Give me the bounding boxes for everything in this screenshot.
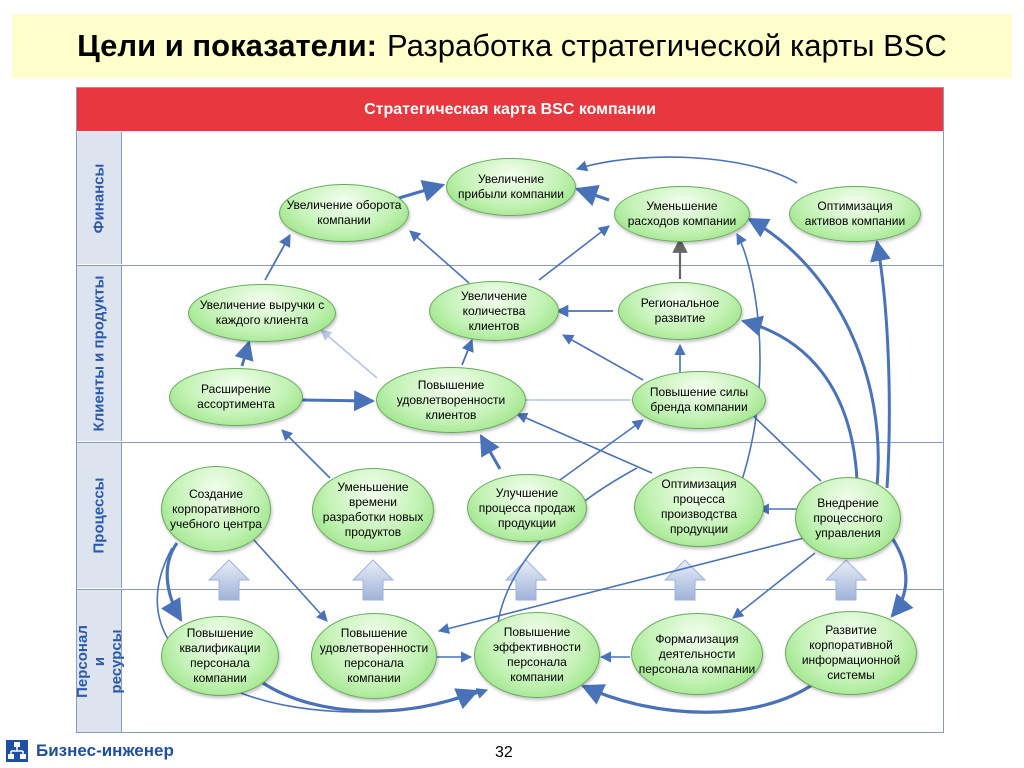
node-regional: Региональное развитие [618,282,742,340]
node-profit: Увеличение прибыли компании [446,158,576,216]
node-dev-time: Уменьшение времени разработки новых прод… [312,468,434,552]
arrow [747,217,880,487]
arrow [161,542,183,622]
arrow [870,239,891,489]
brand-name: Бизнес-инженер [36,741,174,760]
node-costs: Уменьшение расходов компании [614,186,750,242]
arrow [552,419,644,486]
arrow [515,412,653,474]
connector-layer [156,156,914,714]
slide-title-bold: Цели и показатели: [77,28,377,63]
strategy-map: Стратегическая карта BSC компании Финанс… [74,87,944,733]
arrow [437,535,813,634]
node-sales-process: Улучшение процесса продаж продукции [467,474,587,542]
node-assets: Оптимизация активов компании [789,186,921,242]
node-qualification: Повышение квалификации персонала компани… [161,616,279,696]
node-staff-efficiency: Повышение эффективности персонала компан… [474,612,600,698]
arrow [890,537,914,618]
brand-logo-icon [6,740,28,762]
node-training-center: Создание корпоративного учебного центра [161,466,271,552]
arrow [740,315,859,481]
strategy-map-header: Стратегическая карта BSC компании [77,88,943,131]
arrow [281,429,331,479]
up-block-arrow [663,559,707,601]
node-brand: Повышение силы бренда компании [632,371,766,429]
node-staff-satisfaction: Повышение удовлетворенности персонала ко… [311,613,437,699]
band-divider [77,589,943,590]
arrow [574,184,610,207]
node-formalization: Формализация деятельности персонала комп… [631,613,763,695]
arrow [234,340,254,367]
brand: Бизнес-инженер [6,740,174,762]
node-info-system: Развитие корпоративной информационной си… [785,611,917,695]
arrow [301,390,376,412]
arrow [732,552,816,619]
up-block-arrow [824,559,868,601]
arrow [580,681,816,714]
arrow [538,225,610,281]
support-arrows [207,559,868,601]
band-divider [77,265,943,266]
arrow [562,334,644,381]
node-production: Оптимизация процесса производства продук… [634,467,764,547]
up-block-arrow [351,559,395,601]
arrow [479,434,502,470]
arrow [575,156,798,184]
band-label-processes: Процессы [77,443,122,588]
arrow [320,329,378,379]
up-block-arrow [207,559,251,601]
arrow [264,233,291,281]
node-turnover: Увеличение оборота компании [279,184,409,242]
up-block-arrow [504,559,548,601]
node-satisfaction: Повышение удовлетворенности клиентов [376,367,526,433]
band-label-finance: Финансы [77,132,122,264]
band-label-clients: Клиенты и продукты [77,266,122,441]
arrow [461,338,474,366]
node-client-count: Увеличение количества клиентов [429,281,559,341]
node-assortment: Расширение ассортимента [169,368,303,426]
slide-title: Цели и показатели: Разработка стратегиче… [12,14,1012,78]
slide-title-rest: Разработка стратегической карты BSC [386,28,947,63]
band-divider [77,442,943,443]
node-revenue-client: Увеличение выручки с каждого клиента [188,284,336,342]
arrow [398,179,446,202]
page-number: 32 [495,744,513,761]
band-label-personnel: Персонал и ресурсы [74,590,125,732]
arrow [253,539,328,622]
node-process-mgmt: Внедрение процессного управления [795,477,901,559]
arrow [409,230,470,284]
arrow [736,233,761,481]
